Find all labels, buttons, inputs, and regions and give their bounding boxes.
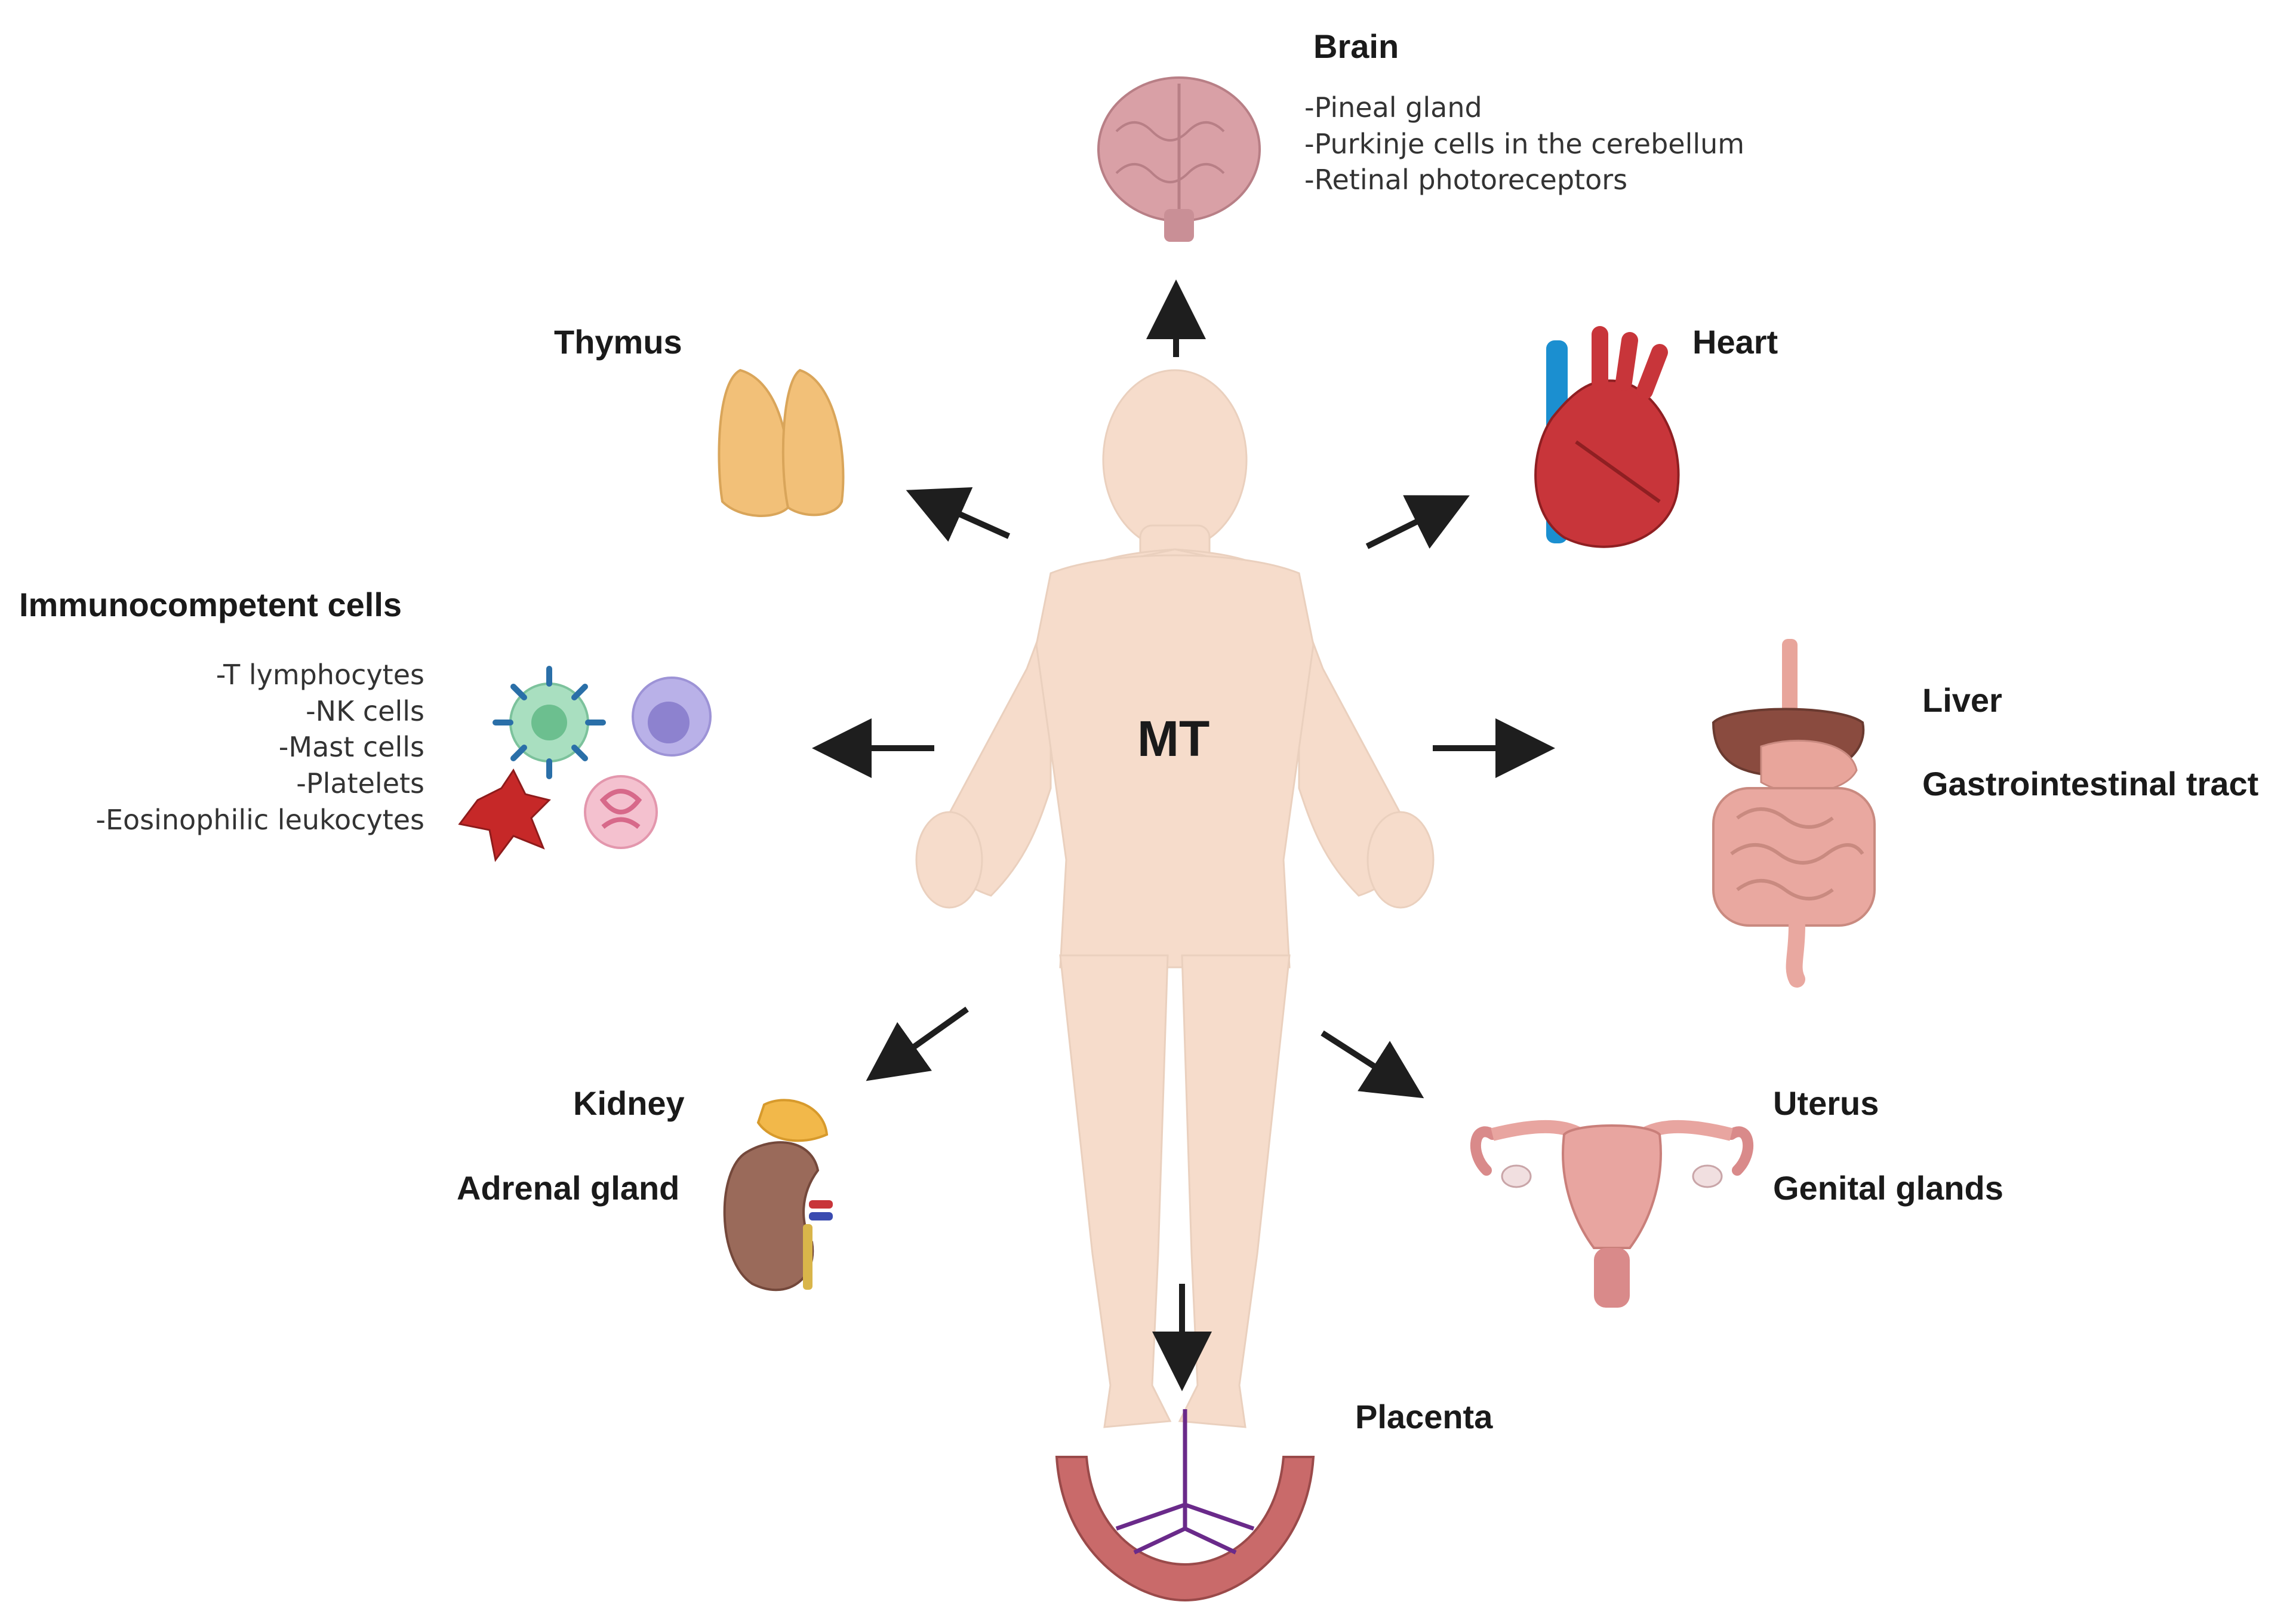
human-body-figure bbox=[915, 369, 1435, 1428]
arrow-to-thymus bbox=[906, 487, 1011, 542]
arrow-to-uterus bbox=[1321, 1030, 1424, 1099]
immune-item: -T lymphocytes bbox=[216, 659, 424, 691]
kidney-illustration bbox=[723, 1099, 833, 1292]
immune-item: -Eosinophilic leukocytes bbox=[96, 803, 424, 836]
heart-illustration bbox=[1534, 326, 1680, 548]
gi-tract-illustration bbox=[1712, 639, 1876, 988]
label-uterus: Uterus bbox=[1773, 1084, 1879, 1122]
brain-items: -Pineal gland -Purkinje cells in the cer… bbox=[1304, 90, 1744, 198]
immune-item: -NK cells bbox=[306, 694, 424, 727]
brain-item: -Retinal photoreceptors bbox=[1304, 164, 1628, 196]
immune-item: -Platelets bbox=[296, 767, 424, 800]
label-brain: Brain bbox=[1313, 27, 1399, 65]
thymus-illustration bbox=[718, 368, 845, 517]
label-immunocompetent-cells: Immunocompetent cells bbox=[19, 586, 402, 623]
label-thymus: Thymus bbox=[554, 323, 682, 361]
center-label-mt: MT bbox=[1137, 711, 1210, 767]
label-genital-glands: Genital glands bbox=[1773, 1169, 2003, 1207]
label-liver: Liver bbox=[1922, 681, 2002, 719]
uterus-illustration bbox=[1470, 1120, 1754, 1308]
label-gastrointestinal-tract: Gastrointestinal tract bbox=[1922, 765, 2259, 803]
immune-item: -Mast cells bbox=[278, 731, 424, 764]
brain-illustration bbox=[1097, 76, 1261, 242]
label-kidney: Kidney bbox=[573, 1084, 685, 1122]
immune-items: -T lymphocytes -NK cells -Mast cells -Pl… bbox=[96, 657, 424, 838]
label-heart: Heart bbox=[1692, 323, 1778, 361]
brain-item: -Pineal gland bbox=[1304, 91, 1482, 124]
arrows bbox=[812, 279, 1555, 1391]
label-adrenal-gland: Adrenal gland bbox=[457, 1169, 680, 1207]
arrow-to-kidney bbox=[866, 1006, 969, 1081]
placenta-illustration bbox=[1055, 1409, 1315, 1602]
brain-item: -Purkinje cells in the cerebellum bbox=[1304, 127, 1745, 160]
immune-cells-illustration bbox=[458, 666, 712, 862]
arrow-to-heart bbox=[1365, 495, 1470, 549]
label-placenta: Placenta bbox=[1355, 1398, 1493, 1435]
